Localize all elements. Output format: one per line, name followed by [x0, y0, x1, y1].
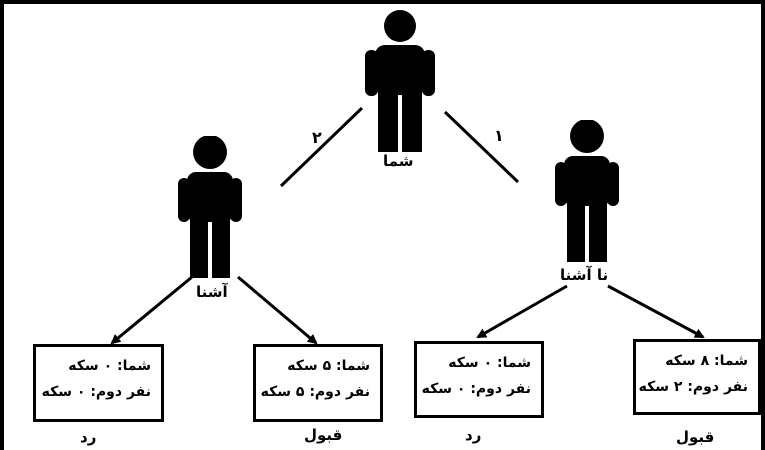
outcome-box-familiar-reject: شما: ۰ سکه نفر دوم: ۰ سکه: [33, 344, 164, 422]
edge-right-number: ۱: [494, 126, 504, 145]
you-label: شما: [383, 152, 414, 170]
outcome-second-coins: نفر دوم: ۵ سکه: [260, 384, 370, 400]
outcome-you-coins: شما: ۰ سکه: [448, 355, 531, 371]
outcome-you-coins: شما: ۵ سکه: [287, 358, 370, 374]
decision-familiar-accept: قبول: [304, 426, 343, 444]
outcome-second-coins: نفر دوم: ۰ سکه: [421, 381, 531, 397]
edge-familiar-to-reject: [110, 275, 193, 345]
decision-stranger-reject: رد: [465, 426, 482, 444]
frame-top-border: [0, 0, 765, 4]
edge-stranger-to-reject: [476, 284, 568, 339]
decision-stranger-accept: قبول: [676, 428, 715, 446]
outcome-you-coins: شما: ۰ سکه: [68, 358, 151, 374]
outcome-box-stranger-accept: شما: ۸ سکه نفر دوم: ۲ سکه: [633, 339, 761, 415]
edge-you-to-stranger: [443, 110, 520, 184]
outcome-box-stranger-reject: شما: ۰ سکه نفر دوم: ۰ سکه: [414, 341, 544, 418]
person-familiar-icon: [178, 136, 242, 278]
decision-familiar-reject: رد: [80, 428, 97, 446]
edge-stranger-to-accept: [607, 284, 705, 339]
person-you-icon: [365, 10, 435, 152]
outcome-second-coins: نفر دوم: ۰ سکه: [41, 384, 151, 400]
stranger-label: نا آشنا: [560, 266, 609, 284]
edge-you-to-familiar: [279, 106, 364, 188]
person-stranger-icon: [555, 120, 619, 262]
frame-right-border: [761, 0, 765, 450]
familiar-label: آشنا: [196, 283, 228, 301]
edge-left-number: ۲: [312, 128, 322, 147]
frame-left-border: [0, 0, 4, 450]
edge-familiar-to-accept: [237, 275, 318, 345]
outcome-box-familiar-accept: شما: ۵ سکه نفر دوم: ۵ سکه: [253, 344, 383, 422]
outcome-second-coins: نفر دوم: ۲ سکه: [638, 379, 748, 395]
outcome-you-coins: شما: ۸ سکه: [665, 353, 748, 369]
